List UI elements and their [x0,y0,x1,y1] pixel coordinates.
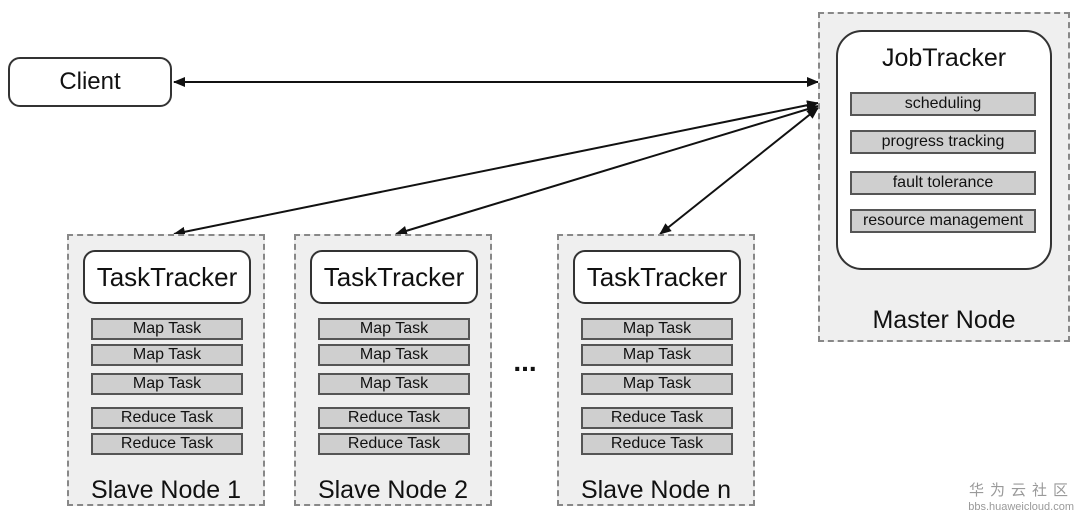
watermark-url: bbs.huaweicloud.com [968,501,1074,513]
tasktracker-title: TaskTracker [586,261,728,292]
master-node-label: Master Node [872,306,1016,334]
tasktracker-box: TaskTracker [310,250,478,304]
slaven-jobtracker-arrow [659,107,819,235]
reduce-task: Reduce Task [91,407,243,429]
tasktracker-title: TaskTracker [323,261,465,292]
master-function: fault tolerance [850,171,1036,195]
map-task: Map Task [581,344,733,366]
master-function: scheduling [850,92,1036,116]
reduce-task: Reduce Task [91,433,243,455]
tasktracker-title: TaskTracker [96,261,238,292]
master-node: JobTracker scheduling progress tracking … [818,12,1070,342]
reduce-task: Reduce Task [318,407,470,429]
reduce-task: Reduce Task [581,433,733,455]
slave-node-label: Slave Node 2 [317,476,469,504]
ellipsis: ... [513,346,537,377]
reduce-task: Reduce Task [318,433,470,455]
map-task: Map Task [581,318,733,340]
master-function: progress tracking [850,130,1036,154]
jobtracker-title: JobTracker [881,44,1007,72]
slave-node-label: Slave Node n [580,476,732,504]
map-task: Map Task [91,344,243,366]
map-task: Map Task [318,373,470,395]
slave-node-label: Slave Node 1 [90,476,242,504]
map-task: Map Task [581,373,733,395]
slave-node-n: TaskTracker Map Task Map Task Map Task R… [557,234,755,506]
reduce-task: Reduce Task [581,407,733,429]
slave-node-2: TaskTracker Map Task Map Task Map Task R… [294,234,492,506]
slave1-jobtracker-arrow [173,100,819,237]
map-task: Map Task [318,318,470,340]
tasktracker-box: TaskTracker [573,250,741,304]
slave-node-1: TaskTracker Map Task Map Task Map Task R… [67,234,265,506]
watermark-title: 华为云社区 [968,482,1074,499]
slave2-jobtracker-arrow [395,104,819,236]
map-task: Map Task [91,373,243,395]
tasktracker-box: TaskTracker [83,250,251,304]
watermark: 华为云社区 bbs.huaweicloud.com [940,482,1074,514]
client-box: Client [8,57,172,107]
master-function: resource management [850,209,1036,233]
map-task: Map Task [91,318,243,340]
client-label: Client [59,68,121,95]
map-task: Map Task [318,344,470,366]
